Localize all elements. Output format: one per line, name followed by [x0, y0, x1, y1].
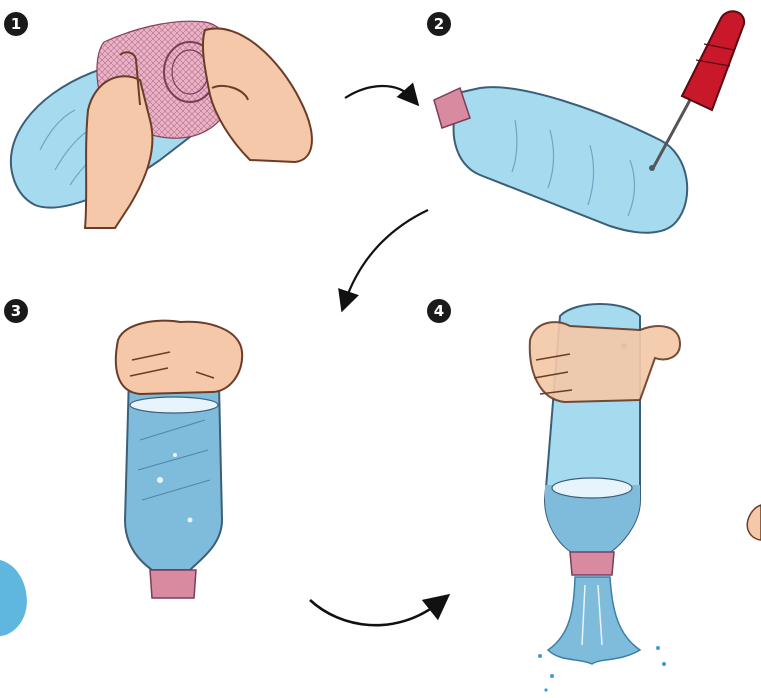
panel-2	[434, 11, 744, 232]
hand-icon	[116, 321, 242, 394]
curved-arrow-icon	[345, 210, 428, 302]
panel-3	[116, 321, 242, 598]
hand-icon	[530, 322, 680, 402]
curved-arrow-icon	[345, 86, 412, 98]
hand-icon	[203, 28, 312, 162]
water-stream-icon	[538, 577, 666, 692]
panel-1	[11, 21, 312, 228]
screwdriver-icon	[652, 11, 744, 170]
bottle-icon	[434, 87, 687, 233]
panel-4	[530, 304, 680, 692]
curved-arrow-icon	[310, 600, 440, 625]
hand-icon	[747, 505, 761, 540]
decorative-splash	[0, 560, 27, 636]
